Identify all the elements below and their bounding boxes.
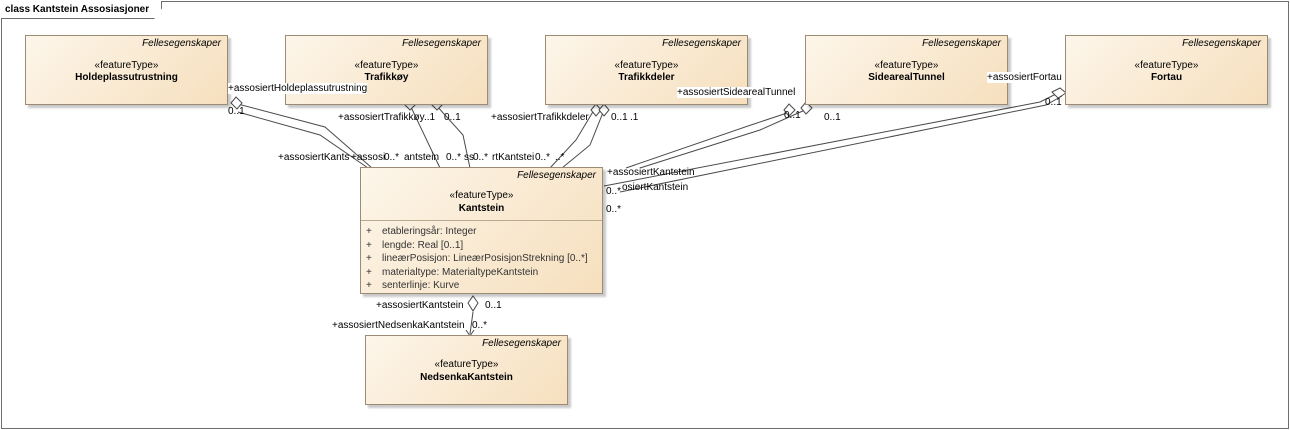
role-label-kantstein-2: +assosi [351, 152, 386, 163]
package-label: Fellesegenskaper [662, 38, 741, 49]
multiplicity-right-2: 0..* [606, 204, 622, 215]
multiplicity-fortau: 0..1 [1045, 97, 1062, 108]
multiplicity-right-1: 0..* [606, 186, 622, 197]
role-label-kantstein-5: rtKantstei [492, 152, 535, 163]
association-trafikkoy-kantstein-b [435, 104, 471, 169]
class-name: Holdeplassutrustning [75, 72, 178, 83]
aggregation-diamond-kantstein [467, 295, 479, 312]
association-holdeplass-kantstein-a [233, 102, 373, 169]
association-sideareal-kantstein-a [625, 111, 791, 169]
association-holdeplass-kantstein-b [237, 111, 369, 169]
role-label-holdeplass: +assosiertHoldeplassutrustning [228, 83, 368, 94]
stereotype-label: «featureType» [94, 60, 159, 71]
package-label: Fellesegenskaper [402, 38, 481, 49]
stereotype-label: «featureType» [874, 60, 939, 71]
association-fortau-kantstein-b [619, 95, 1063, 193]
role-label-sideareal: +assosiertSidearealTunnel [677, 87, 796, 98]
role-label-right-2: osiertKantstein [622, 182, 689, 193]
package-label: Fellesegenskaper [142, 38, 221, 49]
role-label-kantstein-4: ss [464, 152, 474, 163]
attribute-row: +materialtype: MaterialtypeKantstein [366, 266, 539, 278]
package-label: Fellesegenskaper [1182, 38, 1261, 49]
stereotype-label: «featureType» [434, 359, 499, 370]
class-kantstein[interactable]: Fellesegenskaper «featureType» Kantstein… [360, 167, 603, 294]
class-trafikkoy[interactable]: Fellesegenskaper «featureType» Trafikkøy [285, 35, 488, 105]
role-label-bottom: +assosiertNedsenkaKantstein [332, 320, 465, 331]
class-nedsenkakantstein[interactable]: Fellesegenskaper «featureType» NedsenkaK… [365, 335, 568, 405]
role-label-right-1: +assosiertKantstein [607, 167, 695, 178]
aggregation-diamond-holdeplass [230, 96, 243, 110]
stereotype-label: «featureType» [449, 190, 514, 201]
multiplicity-bottom: 0..* [472, 320, 488, 331]
class-name: NedsenkaKantstein [420, 372, 513, 383]
class-trafikkdeler[interactable]: Fellesegenskaper «featureType» Trafikkde… [545, 35, 748, 105]
role-label-kantstein-1: +assosiertKants [278, 152, 350, 163]
attribute-row: +etableringsår: Integer [366, 226, 477, 237]
multiplicity-kantstein-2: 0..* [384, 152, 400, 163]
multiplicity-sideareal-b: 0..1 [824, 112, 841, 123]
stereotype-label: «featureType» [614, 60, 679, 71]
multiplicity-kantstein-4: 0..* [473, 152, 489, 163]
association-trafikkdeler-kantstein-a [549, 109, 595, 169]
role-label-fortau: +assosiertFortau [987, 72, 1062, 83]
role-label-kantstein-3: antstein [404, 152, 440, 163]
class-holdeplassutrustning[interactable]: Fellesegenskaper «featureType» Holdeplas… [25, 35, 228, 105]
class-name: SidearealTunnel [868, 72, 945, 83]
attribute-row: +senterlinje: Kurve [366, 280, 460, 291]
multiplicity-bottom-top: 0..1 [485, 300, 502, 311]
class-fortau[interactable]: Fellesegenskaper «featureType» Fortau [1065, 35, 1268, 105]
association-trafikkdeler-kantstein-b [561, 109, 605, 169]
class-name: Fortau [1150, 72, 1183, 83]
association-trafikkoy-kantstein-a [409, 104, 441, 169]
multiplicity-sideareal-a: 0..1 [784, 110, 801, 121]
multiplicity-kantstein-5: 0..* [535, 152, 551, 163]
multiplicity-trafikkoy-a: ..1 [424, 112, 436, 123]
class-name: Trafikkøy [364, 72, 409, 83]
package-label: Fellesegenskaper [517, 170, 596, 181]
package-label: Fellesegenskaper [482, 338, 561, 349]
role-label-trafikkdeler: +assosiertTrafikkdeler [491, 112, 589, 123]
attribute-compartment: +etableringsår: Integer +lengde: Real [0… [361, 220, 602, 293]
association-kantstein-nedsenka [469, 311, 474, 335]
attribute-row: +lengde: Real [0..1] [366, 239, 464, 251]
association-fortau-kantstein-a [603, 93, 1057, 187]
class-name: Kantstein [458, 203, 505, 214]
aggregation-diamond-sideareal-b [800, 101, 813, 115]
aggregation-diamond-sideareal-a [783, 103, 796, 117]
multiplicity-trafikkoy-b: 0..1 [444, 112, 461, 123]
stereotype-label: «featureType» [354, 60, 419, 71]
role-label-bottom-top: +assosiertKantstein [376, 300, 464, 311]
class-name: Trafikkdeler [618, 72, 675, 83]
role-label-trafikkoy: +assosiertTrafikkøy [338, 112, 425, 123]
package-label: Fellesegenskaper [922, 38, 1001, 49]
multiplicity-kantstein-6: ..* [555, 152, 565, 163]
stereotype-label: «featureType» [1134, 60, 1199, 71]
association-sideareal-kantstein-b [639, 109, 806, 169]
aggregation-diamond-trafikkdeler-b [598, 103, 610, 117]
multiplicity-trafikkdeler-b: .1 [630, 112, 639, 123]
multiplicity-holdeplass: 0..1 [228, 106, 245, 117]
multiplicity-kantstein-3: 0..* [446, 152, 462, 163]
class-sidearealtunnel[interactable]: Fellesegenskaper «featureType» Sideareal… [805, 35, 1008, 105]
multiplicity-trafikkdeler-a: 0..1 [611, 112, 628, 123]
attribute-row: +lineærPosisjon: LineærPosisjonStrekning… [366, 253, 588, 264]
